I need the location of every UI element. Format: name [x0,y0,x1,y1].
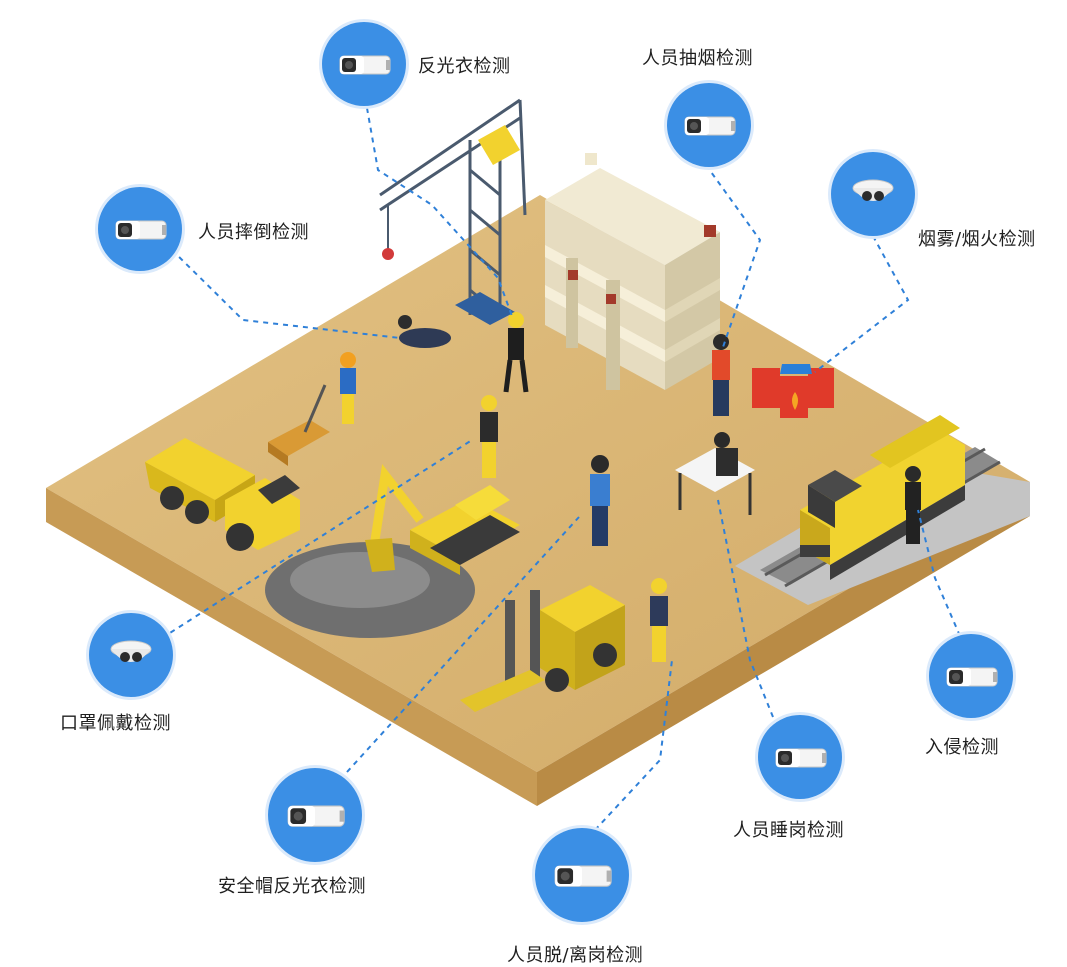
bullet-camera-icon [946,667,998,687]
connector-reflective-vest [366,107,513,317]
bullet-camera-icon [287,805,345,827]
label-sleeping: 人员睡岗检测 [733,820,844,841]
label-helmet-vest: 安全帽反光衣检测 [218,876,366,897]
camera-smoking[interactable] [667,83,751,167]
worker-intruder [905,466,921,544]
connector-smoking [705,164,762,351]
connector-smoke-fire [814,235,910,373]
excavation-pit-inner [290,552,430,608]
connector-mask [161,439,473,639]
camera-fall[interactable] [98,187,182,271]
worker-smoking [712,334,730,416]
crane-base [455,292,515,325]
connector-sleeping [717,499,774,718]
camera-mask[interactable] [89,613,173,697]
fire-bins [752,364,834,418]
dome-camera-icon [852,179,894,201]
worker-pallet [340,352,356,424]
label-reflective-vest: 反光衣检测 [418,56,511,77]
camera-sleeping[interactable] [758,715,842,799]
connector-off-post [594,659,673,831]
worker-sleeping [714,432,738,476]
worker-walking [650,578,668,662]
bullet-camera-icon [339,55,391,75]
connector-lines [161,107,961,831]
tower-crane [379,98,527,317]
crane-hook [382,248,394,260]
connector-intrusion [917,509,961,637]
crane-cab [478,125,520,165]
dump-truck [145,438,300,551]
camera-reflective-vest[interactable] [322,22,406,106]
worker-fallen [398,315,451,348]
bullet-camera-icon [115,220,167,240]
camera-off-post[interactable] [535,828,629,922]
camera-intrusion[interactable] [929,634,1013,718]
label-mask: 口罩佩戴检测 [60,713,171,734]
label-off-post: 人员脱/离岗检测 [507,945,644,966]
label-fall: 人员摔倒检测 [198,222,309,243]
bullet-camera-icon [775,748,827,768]
excavator [365,463,520,575]
workers [340,312,921,662]
locomotive [800,415,965,580]
label-intrusion: 入侵检测 [925,737,999,758]
building-frame [545,153,720,390]
worker-vest [480,395,498,478]
forklift [460,585,625,712]
worker-supervisor [590,455,610,546]
camera-helmet-vest[interactable] [268,768,362,862]
label-smoke-fire: 烟雾/烟火检测 [918,229,1036,250]
worker-crane [503,312,529,393]
camera-smoke-fire[interactable] [831,152,915,236]
dome-camera-icon [110,640,152,662]
bullet-camera-icon [684,116,736,136]
label-smoking: 人员抽烟检测 [642,48,753,69]
pallet-jack [268,384,330,466]
bullet-camera-icon [554,865,612,887]
connector-fall [171,249,401,339]
connector-helmet-vest [346,516,580,773]
